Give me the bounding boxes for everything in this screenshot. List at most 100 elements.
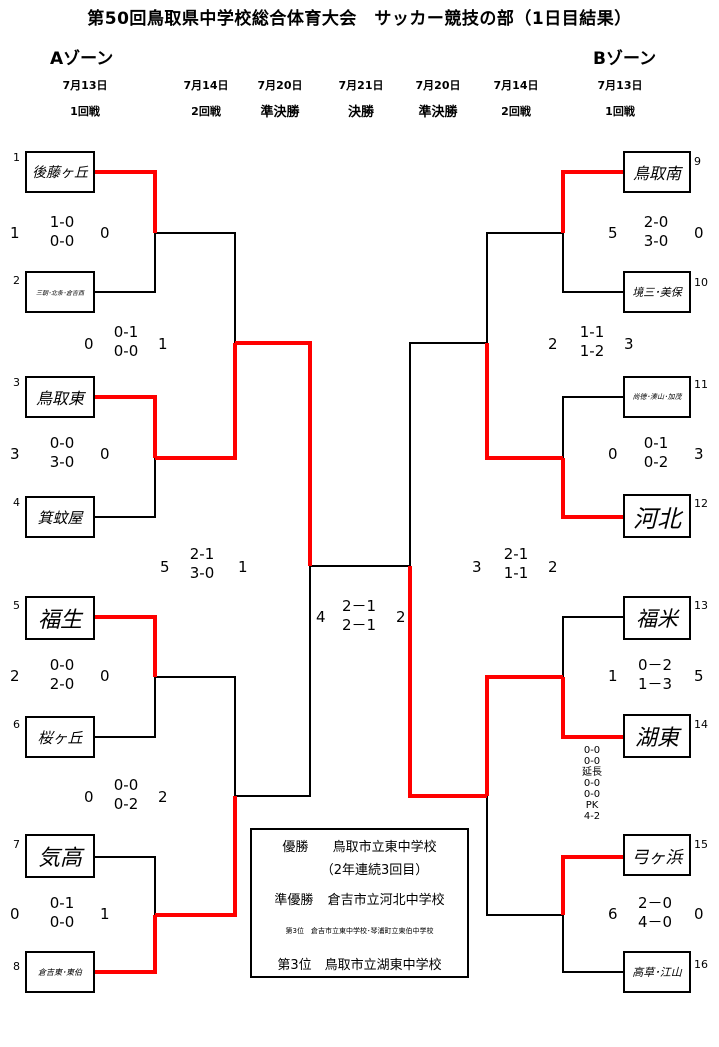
line-l-m3-loser — [94, 677, 156, 738]
team-name-2: 三朝･北条･倉吉西 — [35, 289, 84, 297]
header-round-7: 1回戦 — [605, 105, 635, 118]
score-m1-right: 0 — [100, 224, 110, 242]
team-name-6: 桜ヶ丘 — [37, 728, 83, 747]
score-m6-h2: 0-2 — [643, 453, 669, 471]
team-name-16: 高草･江山 — [632, 966, 682, 979]
team-name-7: 気高 — [37, 846, 82, 871]
line-r-m8-loser — [562, 915, 624, 973]
score-s1-right: 1 — [238, 558, 248, 576]
bracket-winner-lines — [94, 170, 624, 974]
team-name-11: 尚徳･湊山･加茂 — [632, 393, 682, 401]
pk-line-1: 0-0 — [583, 745, 601, 756]
team-box-10: 境三･美保 — [623, 271, 691, 313]
score-m1-left: 1 — [10, 224, 20, 242]
pk-detail: 0-0 0-0 延長 0-0 0-0 PK 4-2 — [570, 745, 614, 822]
seed-11: 11 — [694, 378, 708, 391]
team-box-8: 倉吉東･東伯 — [25, 951, 95, 993]
win-r-m7 — [561, 677, 624, 739]
score-q1-h1: 0-1 — [113, 323, 139, 341]
team-box-1: 後藤ヶ丘 — [25, 151, 95, 193]
line-l-q2-loser — [155, 676, 236, 796]
results-runner: 倉吉市立河北中学校 — [327, 893, 445, 908]
team-name-3: 鳥取東 — [35, 389, 84, 408]
team-name-8: 倉吉東･東伯 — [38, 967, 82, 977]
line-r-m7-loser — [562, 616, 624, 677]
seed-9: 9 — [694, 155, 701, 168]
score-m6-left: 0 — [608, 445, 618, 463]
score-s1-h1: 2-1 — [189, 545, 215, 563]
team-name-12: 河北 — [633, 504, 681, 533]
score-m2-left: 3 — [10, 445, 20, 463]
score-m7-h1: 0－2 — [637, 656, 673, 674]
score-m3-right: 0 — [100, 667, 110, 685]
score-final-h2: 2－1 — [341, 616, 377, 634]
score-q1-right: 1 — [158, 335, 168, 353]
zone-b-label: Bゾーン — [593, 49, 657, 69]
line-l-m4-loser — [94, 856, 156, 915]
seed-14: 14 — [694, 718, 708, 731]
team-name-10: 境三･美保 — [632, 286, 682, 299]
score-q4-left: 6 — [608, 905, 618, 923]
win-r-q3 — [485, 343, 563, 460]
line-l-m2-loser — [94, 458, 156, 518]
win-l-m4 — [94, 915, 157, 974]
seed-8: 8 — [13, 960, 20, 973]
page-title: 第50回鳥取県中学校総合体育大会 サッカー競技の部（1日目結果） — [87, 9, 632, 29]
team-name-1: 後藤ヶ丘 — [32, 165, 88, 181]
line-r-q4-loser — [486, 796, 563, 916]
team-name-13: 福米 — [636, 607, 678, 631]
team-box-13: 福米 — [623, 596, 691, 640]
score-final-right: 2 — [396, 608, 406, 626]
score-q3-h2: 1-2 — [579, 342, 605, 360]
score-m2-h2: 3-0 — [49, 453, 75, 471]
results-winner-label: 優勝 — [282, 840, 309, 855]
score-q3-right: 3 — [624, 335, 634, 353]
score-m7-right: 5 — [694, 667, 704, 685]
score-s1-left: 5 — [160, 558, 170, 576]
win-r-q4 — [485, 675, 563, 796]
score-s2-left: 3 — [472, 558, 482, 576]
bracket-black-lines — [94, 232, 624, 973]
team-box-7: 気高 — [25, 834, 95, 878]
header-round-6: 2回戦 — [501, 105, 531, 118]
team-box-15: 弓ヶ浜 — [623, 834, 691, 876]
team-name-9: 鳥取南 — [632, 164, 681, 183]
results-box: 優勝 鳥取市立東中学校 （2年連続3回目） 準優勝 倉吉市立河北中学校 第3位 … — [250, 828, 469, 978]
score-m5-left: 5 — [608, 224, 618, 242]
pk-line-5: 0-0 — [583, 789, 601, 800]
pk-line-6: PK — [585, 800, 599, 811]
seed-1: 1 — [13, 151, 20, 164]
pk-line-2: 0-0 — [583, 756, 601, 767]
team-name-5: 福生 — [37, 608, 82, 633]
score-m7-h2: 1－3 — [637, 675, 673, 693]
score-s1-h2: 3-0 — [189, 564, 215, 582]
results-winner-note: （2年連続3回目） — [320, 863, 429, 878]
win-l-s — [235, 341, 312, 566]
results-winner: 鳥取市立東中学校 — [332, 840, 437, 855]
line-r-q3-loser — [486, 232, 563, 343]
team-box-16: 高草･江山 — [623, 951, 691, 993]
team-box-4: 箕蚊屋 — [25, 496, 95, 538]
team-box-2: 三朝･北条･倉吉西 — [25, 271, 95, 313]
win-l-q1 — [155, 343, 237, 460]
score-s2-right: 2 — [548, 558, 558, 576]
seed-6: 6 — [13, 718, 20, 731]
score-q4-h1: 2－0 — [637, 894, 673, 912]
score-q2-right: 2 — [158, 788, 168, 806]
score-s2-h1: 2-1 — [503, 545, 529, 563]
header-date-5: 7月20日 — [415, 79, 461, 92]
zone-a-label: Aゾーン — [50, 49, 114, 69]
team-box-14: 湖東 — [623, 714, 691, 758]
results-third-2: 第3位 鳥取市立湖東中学校 — [277, 958, 442, 973]
score-m7-left: 1 — [608, 667, 618, 685]
win-r-m8 — [561, 855, 624, 915]
